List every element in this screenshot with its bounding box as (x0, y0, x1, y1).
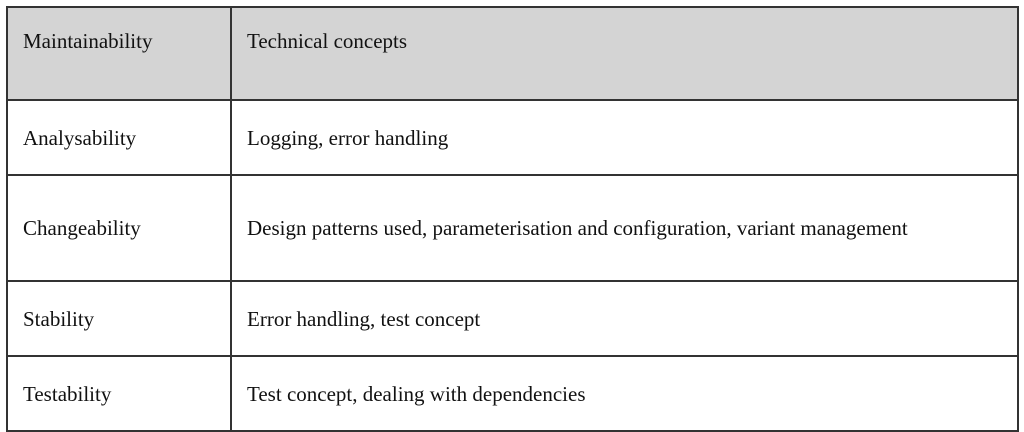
concepts-cell: Logging, error handling (230, 99, 1019, 176)
concepts-cell: Error handling, test concept (230, 280, 1019, 357)
quality-cell: Stability (6, 280, 232, 357)
concepts-cell: Test concept, dealing with dependencies (230, 355, 1019, 432)
table-row: Changeability Design patterns used, para… (6, 174, 1019, 282)
quality-cell: Analysability (6, 99, 232, 176)
header-maintainability: Maintainability (6, 6, 232, 101)
table-row: Stability Error handling, test concept (6, 280, 1019, 357)
header-technical-concepts: Technical concepts (230, 6, 1019, 101)
maintainability-table: Maintainability Technical concepts Analy… (6, 6, 1019, 432)
quality-cell: Testability (6, 355, 232, 432)
table-row: Testability Test concept, dealing with d… (6, 355, 1019, 432)
table-row: Analysability Logging, error handling (6, 99, 1019, 176)
header-row: Maintainability Technical concepts (6, 6, 1019, 101)
concepts-cell: Design patterns used, parameterisation a… (230, 174, 1019, 282)
quality-cell: Changeability (6, 174, 232, 282)
